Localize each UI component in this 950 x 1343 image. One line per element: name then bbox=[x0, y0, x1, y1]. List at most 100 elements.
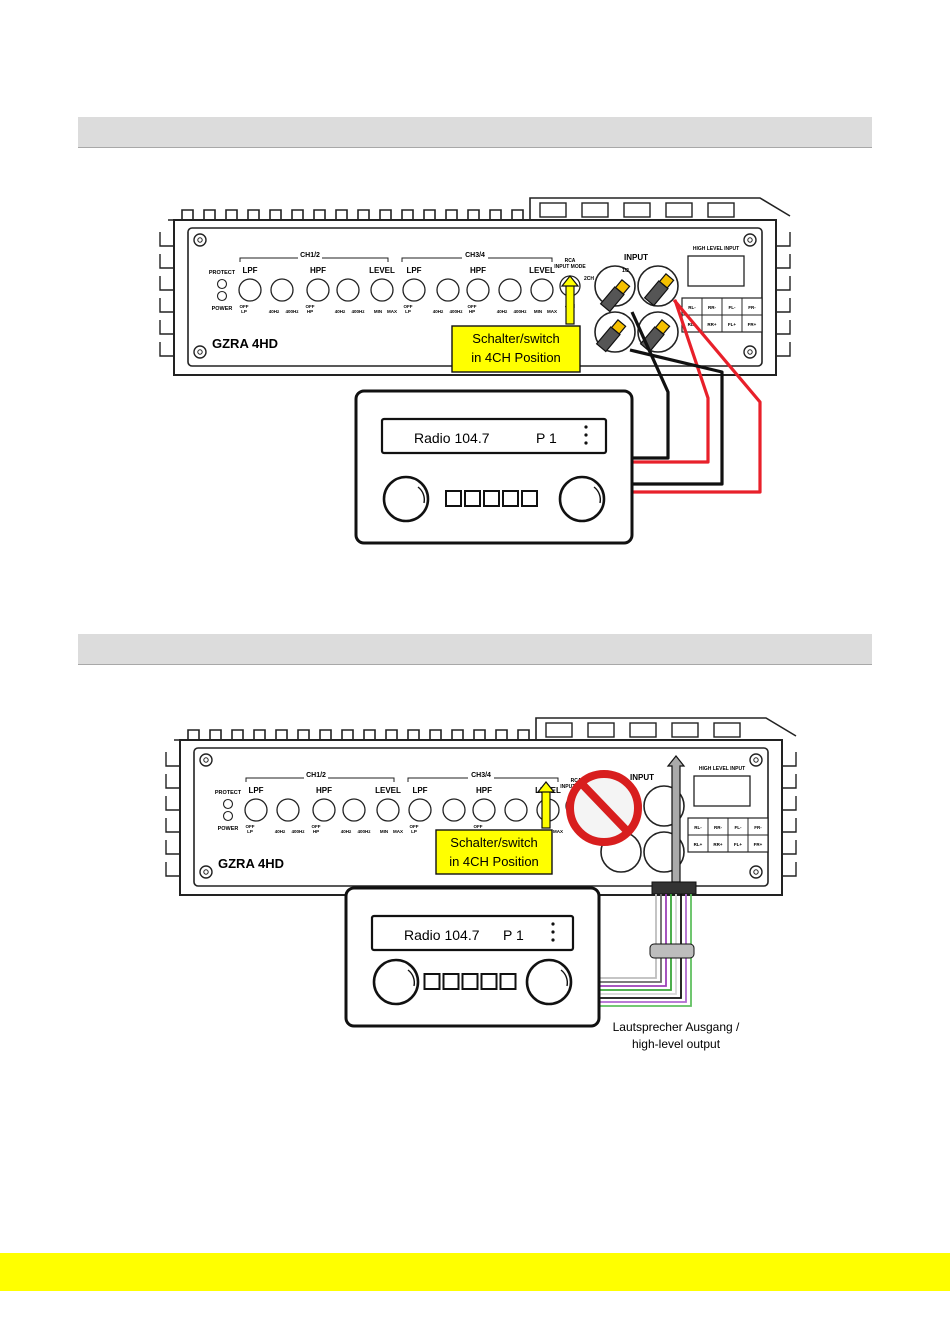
knob-scale-label: 40Hz bbox=[497, 309, 508, 314]
radio-preset-text: P 1 bbox=[503, 927, 524, 943]
left-fin bbox=[165, 752, 181, 767]
adjust-knob bbox=[370, 278, 394, 302]
output-caption-line-2: high-level output bbox=[632, 1037, 721, 1051]
knob-scale-label: 400Hz bbox=[513, 309, 527, 314]
adjust-knob bbox=[306, 278, 330, 302]
switch-arrow-2-head bbox=[536, 781, 556, 793]
group-bracket bbox=[401, 257, 553, 262]
right-fin bbox=[781, 840, 797, 855]
knob-scale-label: 400Hz bbox=[291, 829, 305, 834]
harness-wire bbox=[600, 894, 667, 987]
high-level-connector bbox=[687, 255, 745, 287]
knob-scale-label: LP bbox=[241, 309, 247, 314]
knob-scale-label: MAX bbox=[393, 829, 403, 834]
radio-preset-button bbox=[499, 973, 517, 990]
radio-preset-button bbox=[464, 490, 481, 507]
radio-display bbox=[380, 417, 608, 455]
group-bracket bbox=[407, 777, 559, 782]
left-fin bbox=[159, 342, 175, 357]
radio-volume-knob bbox=[382, 475, 430, 523]
knob-scale-label: MAX bbox=[387, 309, 397, 314]
harness-wire bbox=[600, 894, 662, 983]
right-fin bbox=[781, 752, 797, 767]
right-fin bbox=[781, 796, 797, 811]
adjust-knob bbox=[472, 798, 496, 822]
knob-scale-label: OFF bbox=[240, 304, 249, 309]
knob-scale-label: 40Hz bbox=[335, 309, 346, 314]
adjust-knob bbox=[312, 798, 336, 822]
harness-wire bbox=[600, 894, 687, 1003]
knob-scale-label: OFF bbox=[474, 824, 483, 829]
terminal-label: FR- bbox=[754, 825, 762, 830]
radio-tune-knob bbox=[525, 958, 573, 1006]
radio-preset-button bbox=[445, 490, 462, 507]
right-fin bbox=[781, 818, 797, 833]
top-fin bbox=[665, 202, 693, 218]
control-label: LPF bbox=[406, 266, 421, 275]
right-fin bbox=[781, 862, 797, 877]
knob-scale-label: OFF bbox=[246, 824, 255, 829]
left-fin bbox=[165, 818, 181, 833]
switch-arrow-1-shaft bbox=[565, 283, 575, 325]
adjust-knob bbox=[408, 798, 432, 822]
radio-station-text: Radio 104.7 bbox=[414, 430, 490, 446]
rca-ch-label: 1/2 bbox=[622, 268, 629, 274]
top-fin bbox=[671, 722, 699, 738]
harness-wire bbox=[600, 894, 672, 991]
rca-cable bbox=[630, 311, 670, 460]
rca-plug-body bbox=[643, 280, 669, 307]
adjust-knob bbox=[238, 278, 262, 302]
knob-scale-label: OFF bbox=[404, 304, 413, 309]
harness-arrow bbox=[666, 755, 686, 883]
knob-highlight bbox=[593, 486, 602, 504]
adjust-knob bbox=[530, 278, 554, 302]
high-level-input-label: HIGH LEVEL INPUT bbox=[693, 246, 739, 252]
control-label: LEVEL bbox=[375, 786, 401, 795]
screw-center bbox=[747, 349, 753, 355]
power-led bbox=[216, 290, 228, 302]
radio-menu-dot bbox=[584, 441, 588, 445]
knob-scale-label: LP bbox=[247, 829, 253, 834]
group-label-ch34: CH3/4 bbox=[471, 772, 491, 779]
right-fin bbox=[775, 232, 791, 247]
callout-line-1: Schalter/switch bbox=[450, 835, 537, 850]
radio-preset-button bbox=[521, 490, 538, 507]
control-label: HPF bbox=[470, 266, 486, 275]
rca-label: RCA bbox=[571, 778, 582, 784]
control-label: LPF bbox=[412, 786, 427, 795]
adjust-knob bbox=[498, 278, 522, 302]
adjust-knob bbox=[244, 798, 268, 822]
knob-scale-label: OFF bbox=[306, 304, 315, 309]
screw-center bbox=[197, 349, 203, 355]
knob-scale-label: 400Hz bbox=[285, 309, 299, 314]
callout-line-2: in 4CH Position bbox=[471, 350, 561, 365]
adjust-knob bbox=[336, 278, 360, 302]
terminal-label: FR- bbox=[748, 305, 756, 310]
group-label-ch12: CH1/2 bbox=[300, 252, 320, 259]
amp-raised-top bbox=[535, 717, 797, 740]
protect-led bbox=[222, 798, 234, 810]
radio-preset-button bbox=[480, 973, 498, 990]
terminal-label: RR+ bbox=[713, 842, 722, 847]
adjust-knob bbox=[442, 798, 466, 822]
control-label: LPF bbox=[242, 266, 257, 275]
knob-scale-label: 40Hz bbox=[275, 829, 286, 834]
terminal-label: RL+ bbox=[694, 842, 703, 847]
input-label: INPUT bbox=[624, 253, 648, 262]
screw-center bbox=[203, 757, 209, 763]
control-label: HPF bbox=[310, 266, 326, 275]
callout-line-1: Schalter/switch bbox=[472, 331, 559, 346]
top-fin bbox=[623, 202, 651, 218]
rca-plug-body bbox=[595, 326, 621, 353]
group-label-ch34: CH3/4 bbox=[465, 252, 485, 259]
top-fin bbox=[707, 202, 735, 218]
terminal-label: RL+ bbox=[688, 322, 697, 327]
right-fin bbox=[775, 342, 791, 357]
radio-preset-button bbox=[423, 973, 441, 990]
terminal-label: RR- bbox=[708, 305, 716, 310]
terminal-label: FR+ bbox=[754, 842, 763, 847]
radio-tune-knob bbox=[558, 475, 606, 523]
amp-model-label: GZRA 4HD bbox=[218, 856, 284, 871]
high-level-connector bbox=[693, 775, 751, 807]
